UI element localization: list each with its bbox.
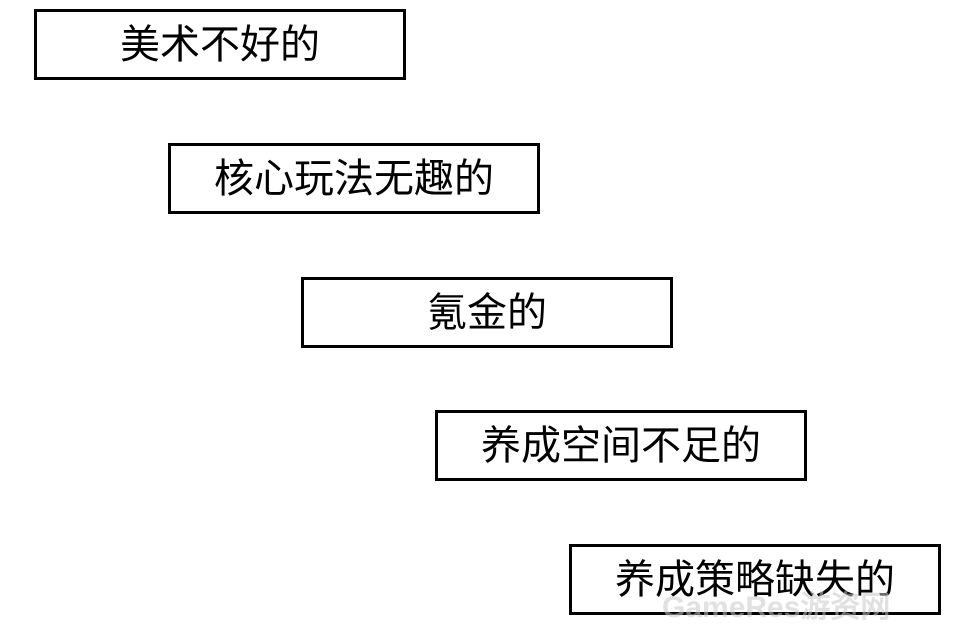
step-label: 氪金的: [427, 289, 547, 336]
step-box-core-gameplay: 核心玩法无趣的: [168, 143, 540, 214]
step-label: 养成策略缺失的: [615, 556, 895, 603]
step-label: 养成空间不足的: [481, 422, 761, 469]
step-label: 美术不好的: [120, 21, 320, 68]
step-box-art: 美术不好的: [34, 9, 406, 80]
step-box-progression-strategy: 养成策略缺失的: [569, 544, 941, 615]
step-label: 核心玩法无趣的: [214, 155, 494, 202]
watermark: GameRes游资网: [662, 591, 891, 624]
step-box-pay-to-win: 氪金的: [301, 277, 673, 348]
step-box-progression-space: 养成空间不足的: [435, 410, 807, 481]
